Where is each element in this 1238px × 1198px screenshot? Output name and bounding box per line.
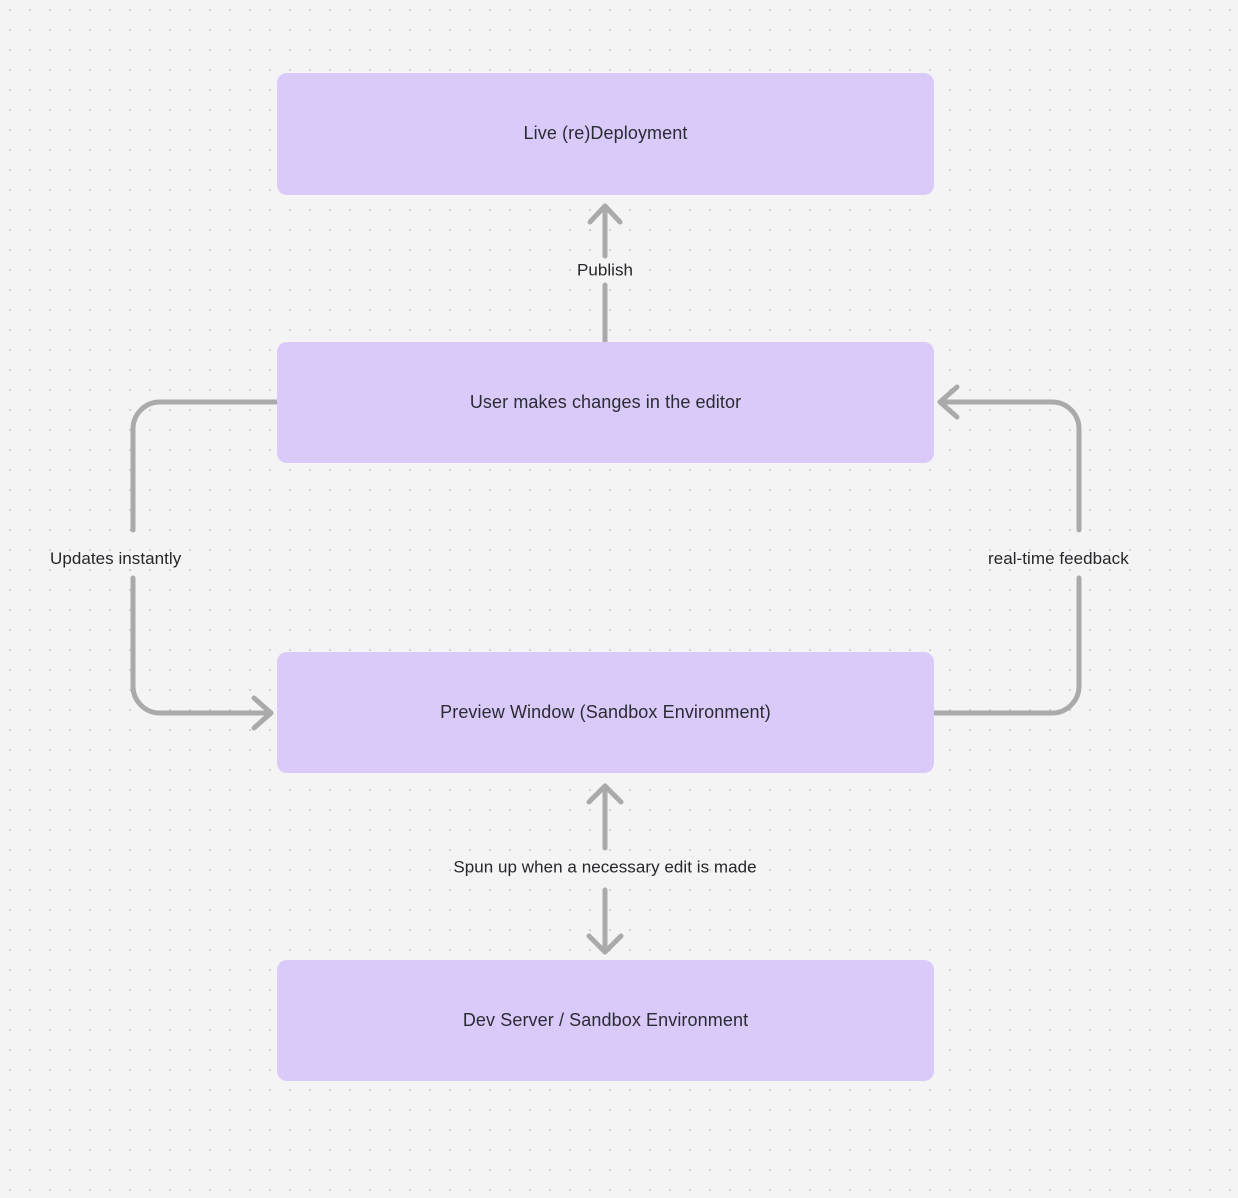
edge-label-real-time-feedback: real-time feedback <box>988 549 1129 568</box>
node-user-makes-changes[interactable]: User makes changes in the editor <box>277 342 934 463</box>
arrowhead-up-icon <box>587 203 623 225</box>
edge-label-spun-up: Spun up when a necessary edit is made <box>453 857 757 877</box>
arrowhead-left-icon <box>937 384 960 420</box>
edge-label-updates-instantly: Updates instantly <box>50 549 182 568</box>
node-label: User makes changes in the editor <box>469 391 742 412</box>
arrowhead-down-icon <box>586 933 624 955</box>
node-label: Dev Server / Sandbox Environment <box>462 1009 749 1030</box>
node-dev-server[interactable]: Dev Server / Sandbox Environment <box>277 960 934 1081</box>
edge-label-publish: Publish <box>576 260 634 280</box>
node-label: Preview Window (Sandbox Environment) <box>440 701 771 722</box>
node-preview-window[interactable]: Preview Window (Sandbox Environment) <box>277 652 934 773</box>
node-label: Live (re)Deployment <box>523 123 688 144</box>
node-live-redeployment[interactable]: Live (re)Deployment <box>277 73 934 195</box>
arrowhead-right-icon <box>251 695 274 731</box>
arrowhead-up-icon <box>586 783 624 805</box>
